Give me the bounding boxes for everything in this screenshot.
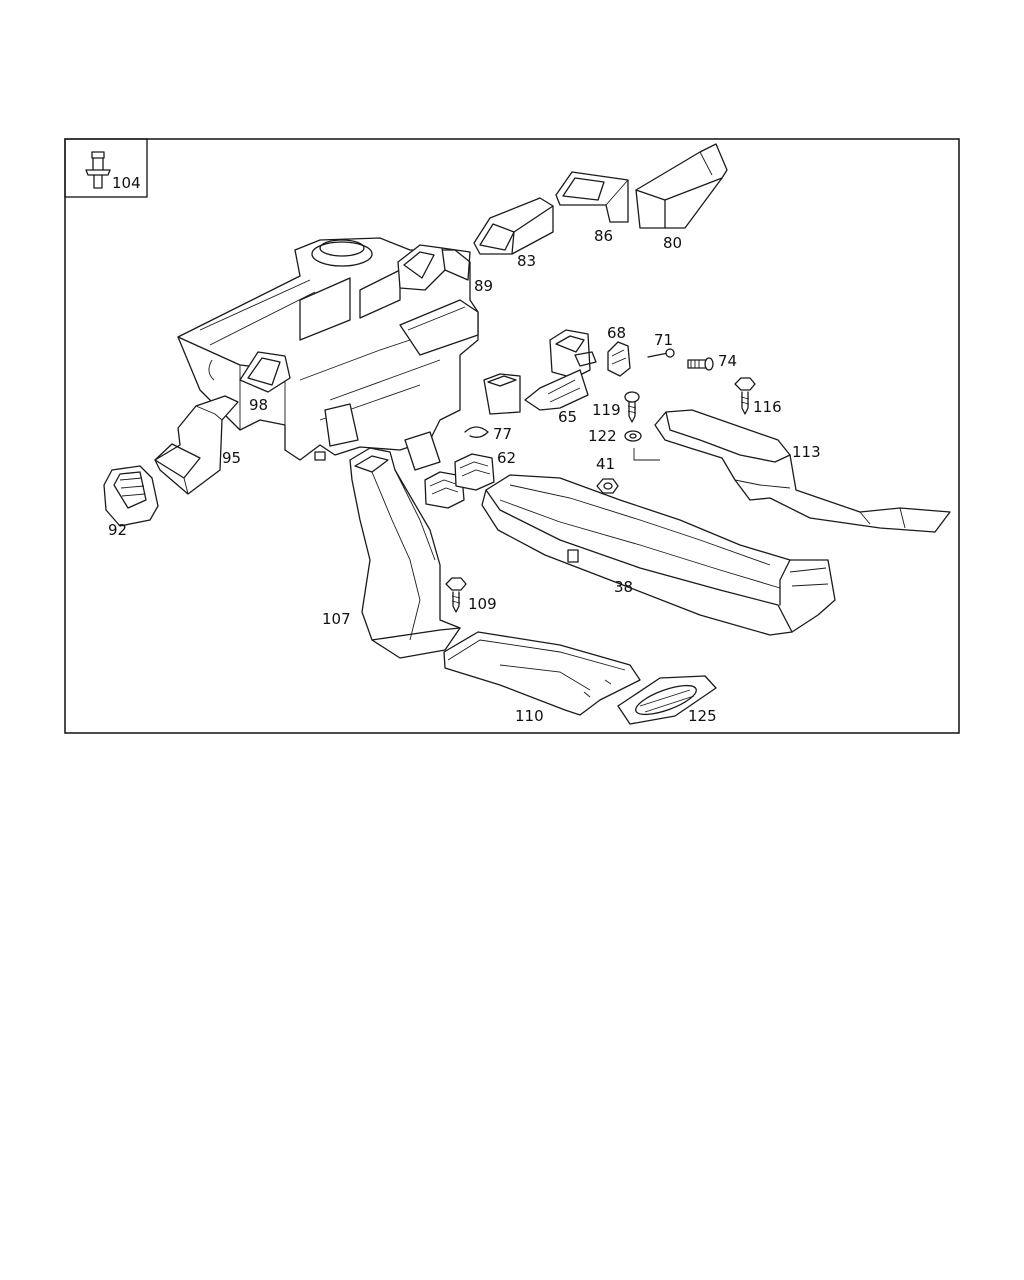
label-98: 98	[249, 396, 268, 414]
label-110: 110	[515, 707, 544, 725]
vent-125	[617, 675, 717, 725]
vent-92	[103, 465, 159, 527]
label-62: 62	[497, 449, 516, 467]
duct-86	[555, 171, 629, 223]
label-74: 74	[718, 352, 737, 370]
nut-41-icon	[596, 478, 619, 494]
pin-71	[647, 348, 675, 358]
label-89: 89	[474, 277, 493, 295]
clip-104-icon	[85, 151, 111, 189]
duct-95	[154, 395, 239, 495]
label-83: 83	[517, 252, 536, 270]
label-122: 122	[588, 427, 617, 445]
label-92: 92	[108, 521, 127, 539]
label-104: 104	[112, 174, 141, 192]
label-65: 65	[558, 408, 577, 426]
label-95: 95	[222, 449, 241, 467]
label-116: 116	[753, 398, 782, 416]
label-86: 86	[594, 227, 613, 245]
duct-83	[473, 197, 554, 255]
label-125: 125	[688, 707, 717, 725]
flap-assembly-65	[483, 329, 597, 415]
duct-113	[633, 409, 951, 533]
label-119: 119	[592, 401, 621, 419]
label-68: 68	[607, 324, 626, 342]
clip-77-icon	[464, 426, 489, 438]
label-71: 71	[654, 331, 673, 349]
duct-110	[443, 631, 641, 716]
duct-38	[481, 474, 836, 636]
inset-box: 104	[64, 138, 148, 198]
label-41: 41	[596, 455, 615, 473]
actuator-68	[607, 341, 631, 377]
bolt-116-icon	[734, 377, 756, 415]
duct-80	[635, 143, 728, 229]
label-109: 109	[468, 595, 497, 613]
screw-74-icon	[687, 357, 714, 371]
diagram-frame	[64, 138, 960, 734]
label-80: 80	[663, 234, 682, 252]
servo-62	[424, 453, 495, 509]
label-77: 77	[493, 425, 512, 443]
screw-119-icon	[624, 391, 640, 423]
label-107: 107	[322, 610, 351, 628]
bolt-109-icon	[445, 577, 467, 613]
duct-107	[349, 447, 461, 659]
label-38: 38	[614, 578, 633, 596]
label-113: 113	[792, 443, 821, 461]
hvac-housing	[177, 237, 479, 471]
washer-122-icon	[624, 430, 642, 442]
